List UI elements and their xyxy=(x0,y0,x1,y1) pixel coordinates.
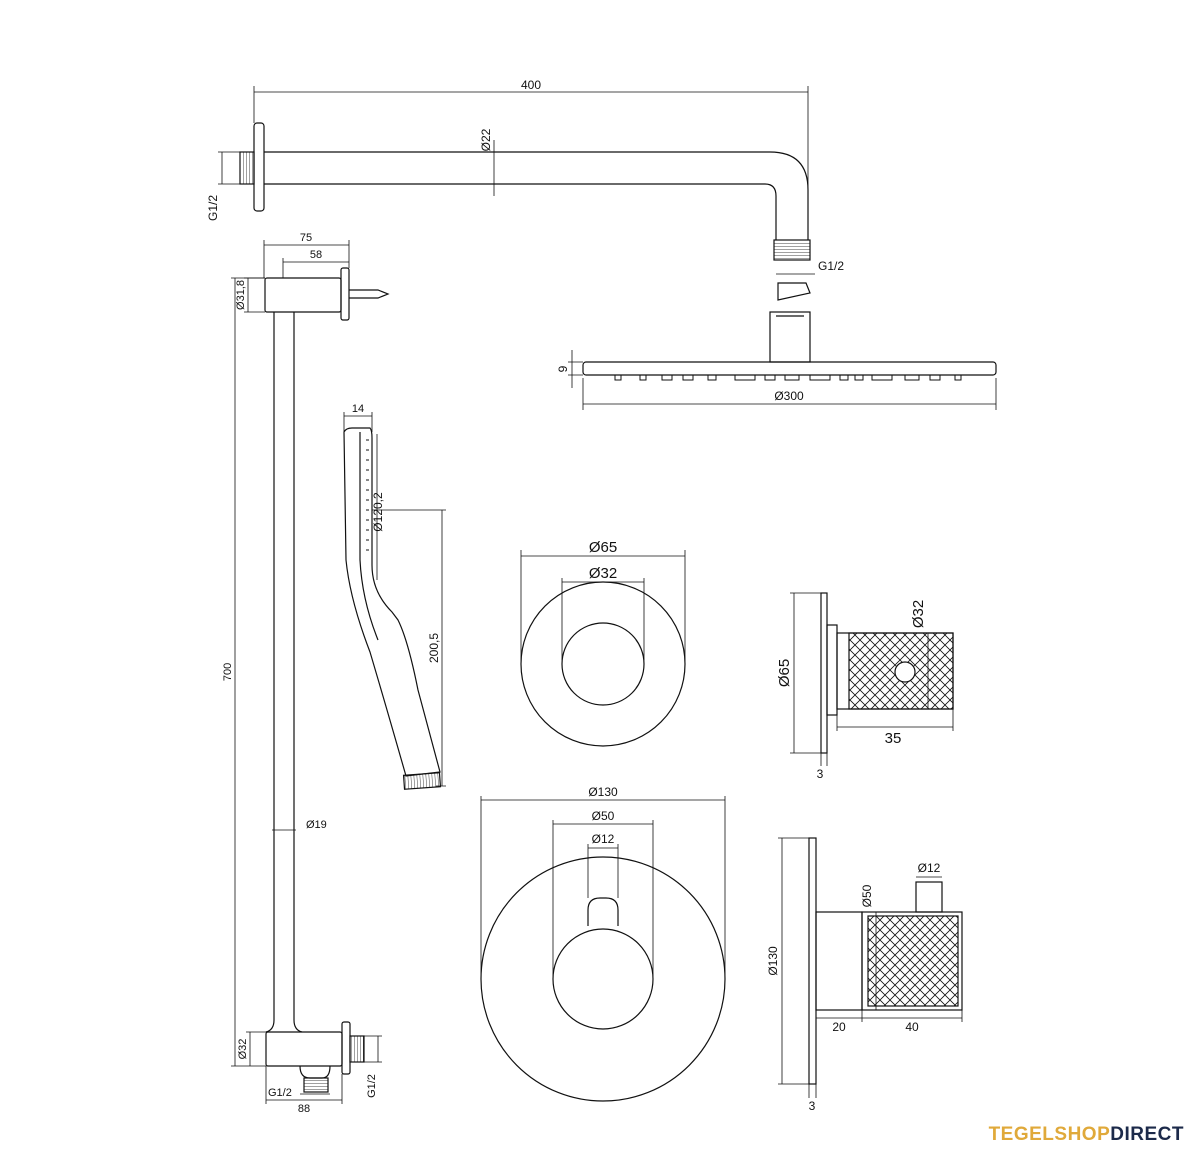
dim-rail-bottom-d32: Ø32 xyxy=(237,1039,249,1060)
thermostat-front xyxy=(480,856,726,1102)
dim-rosette-d65: Ø65 xyxy=(589,539,617,556)
dim-thermo-side-d50: Ø50 xyxy=(860,884,874,907)
dim-thermo-side-20: 20 xyxy=(832,1020,846,1034)
dimension-lines xyxy=(218,86,997,1104)
stop-rosette-front xyxy=(520,581,686,747)
dim-arm-diameter: Ø22 xyxy=(479,128,493,151)
stop-valve-side xyxy=(820,592,954,754)
dim-rosette-d32: Ø32 xyxy=(589,565,617,582)
dim-head-thickness: 9 xyxy=(556,365,570,372)
dim-bracket-d318: Ø31,8 xyxy=(235,280,247,310)
dim-hand-2005: 200,5 xyxy=(427,633,441,663)
dim-stop-3: 3 xyxy=(817,767,824,781)
dim-thermo-side-40: 40 xyxy=(905,1020,919,1034)
slide-rail xyxy=(264,267,390,1093)
dim-thermo-d130: Ø130 xyxy=(588,785,618,799)
dim-thermo-d50: Ø50 xyxy=(592,809,615,823)
dim-thermo-d12: Ø12 xyxy=(592,832,615,846)
dim-thermo-side-d12: Ø12 xyxy=(918,861,941,875)
dim-bracket-75: 75 xyxy=(300,232,312,244)
dim-hand-14: 14 xyxy=(352,403,364,415)
dim-thermo-side-3: 3 xyxy=(809,1099,816,1113)
dim-rail-side-thread: G1/2 xyxy=(366,1074,378,1098)
dim-thermo-side-d130: Ø130 xyxy=(766,946,780,976)
dim-arm-outlet-thread: G1/2 xyxy=(818,259,844,273)
dim-rail-length: 700 xyxy=(222,663,234,681)
dim-arm-length: 400 xyxy=(521,78,541,92)
brand-name-part2: DIRECT xyxy=(1110,1124,1184,1145)
brand-name-part1: TEGELSHOP xyxy=(988,1124,1111,1145)
dim-rail-bottom-thread: G1/2 xyxy=(268,1087,292,1099)
dim-rail-diameter: Ø19 xyxy=(306,819,327,831)
dim-stop-35: 35 xyxy=(885,730,902,747)
thermostat-side xyxy=(808,837,963,1085)
brand-logo: TEGELSHOPDIRECT xyxy=(989,1124,1184,1146)
shower-arm xyxy=(239,122,811,261)
dim-rail-bottom-88: 88 xyxy=(298,1103,310,1115)
dim-hand-d1202: Ø120,2 xyxy=(371,492,385,532)
dim-stop-d32: Ø32 xyxy=(910,600,927,628)
shower-head xyxy=(582,282,997,381)
dim-stop-d65: Ø65 xyxy=(776,659,793,687)
hand-shower xyxy=(343,427,442,790)
dim-arm-thread: G1/2 xyxy=(206,195,220,221)
dim-bracket-58: 58 xyxy=(310,249,322,261)
dim-head-diameter: Ø300 xyxy=(774,389,804,403)
